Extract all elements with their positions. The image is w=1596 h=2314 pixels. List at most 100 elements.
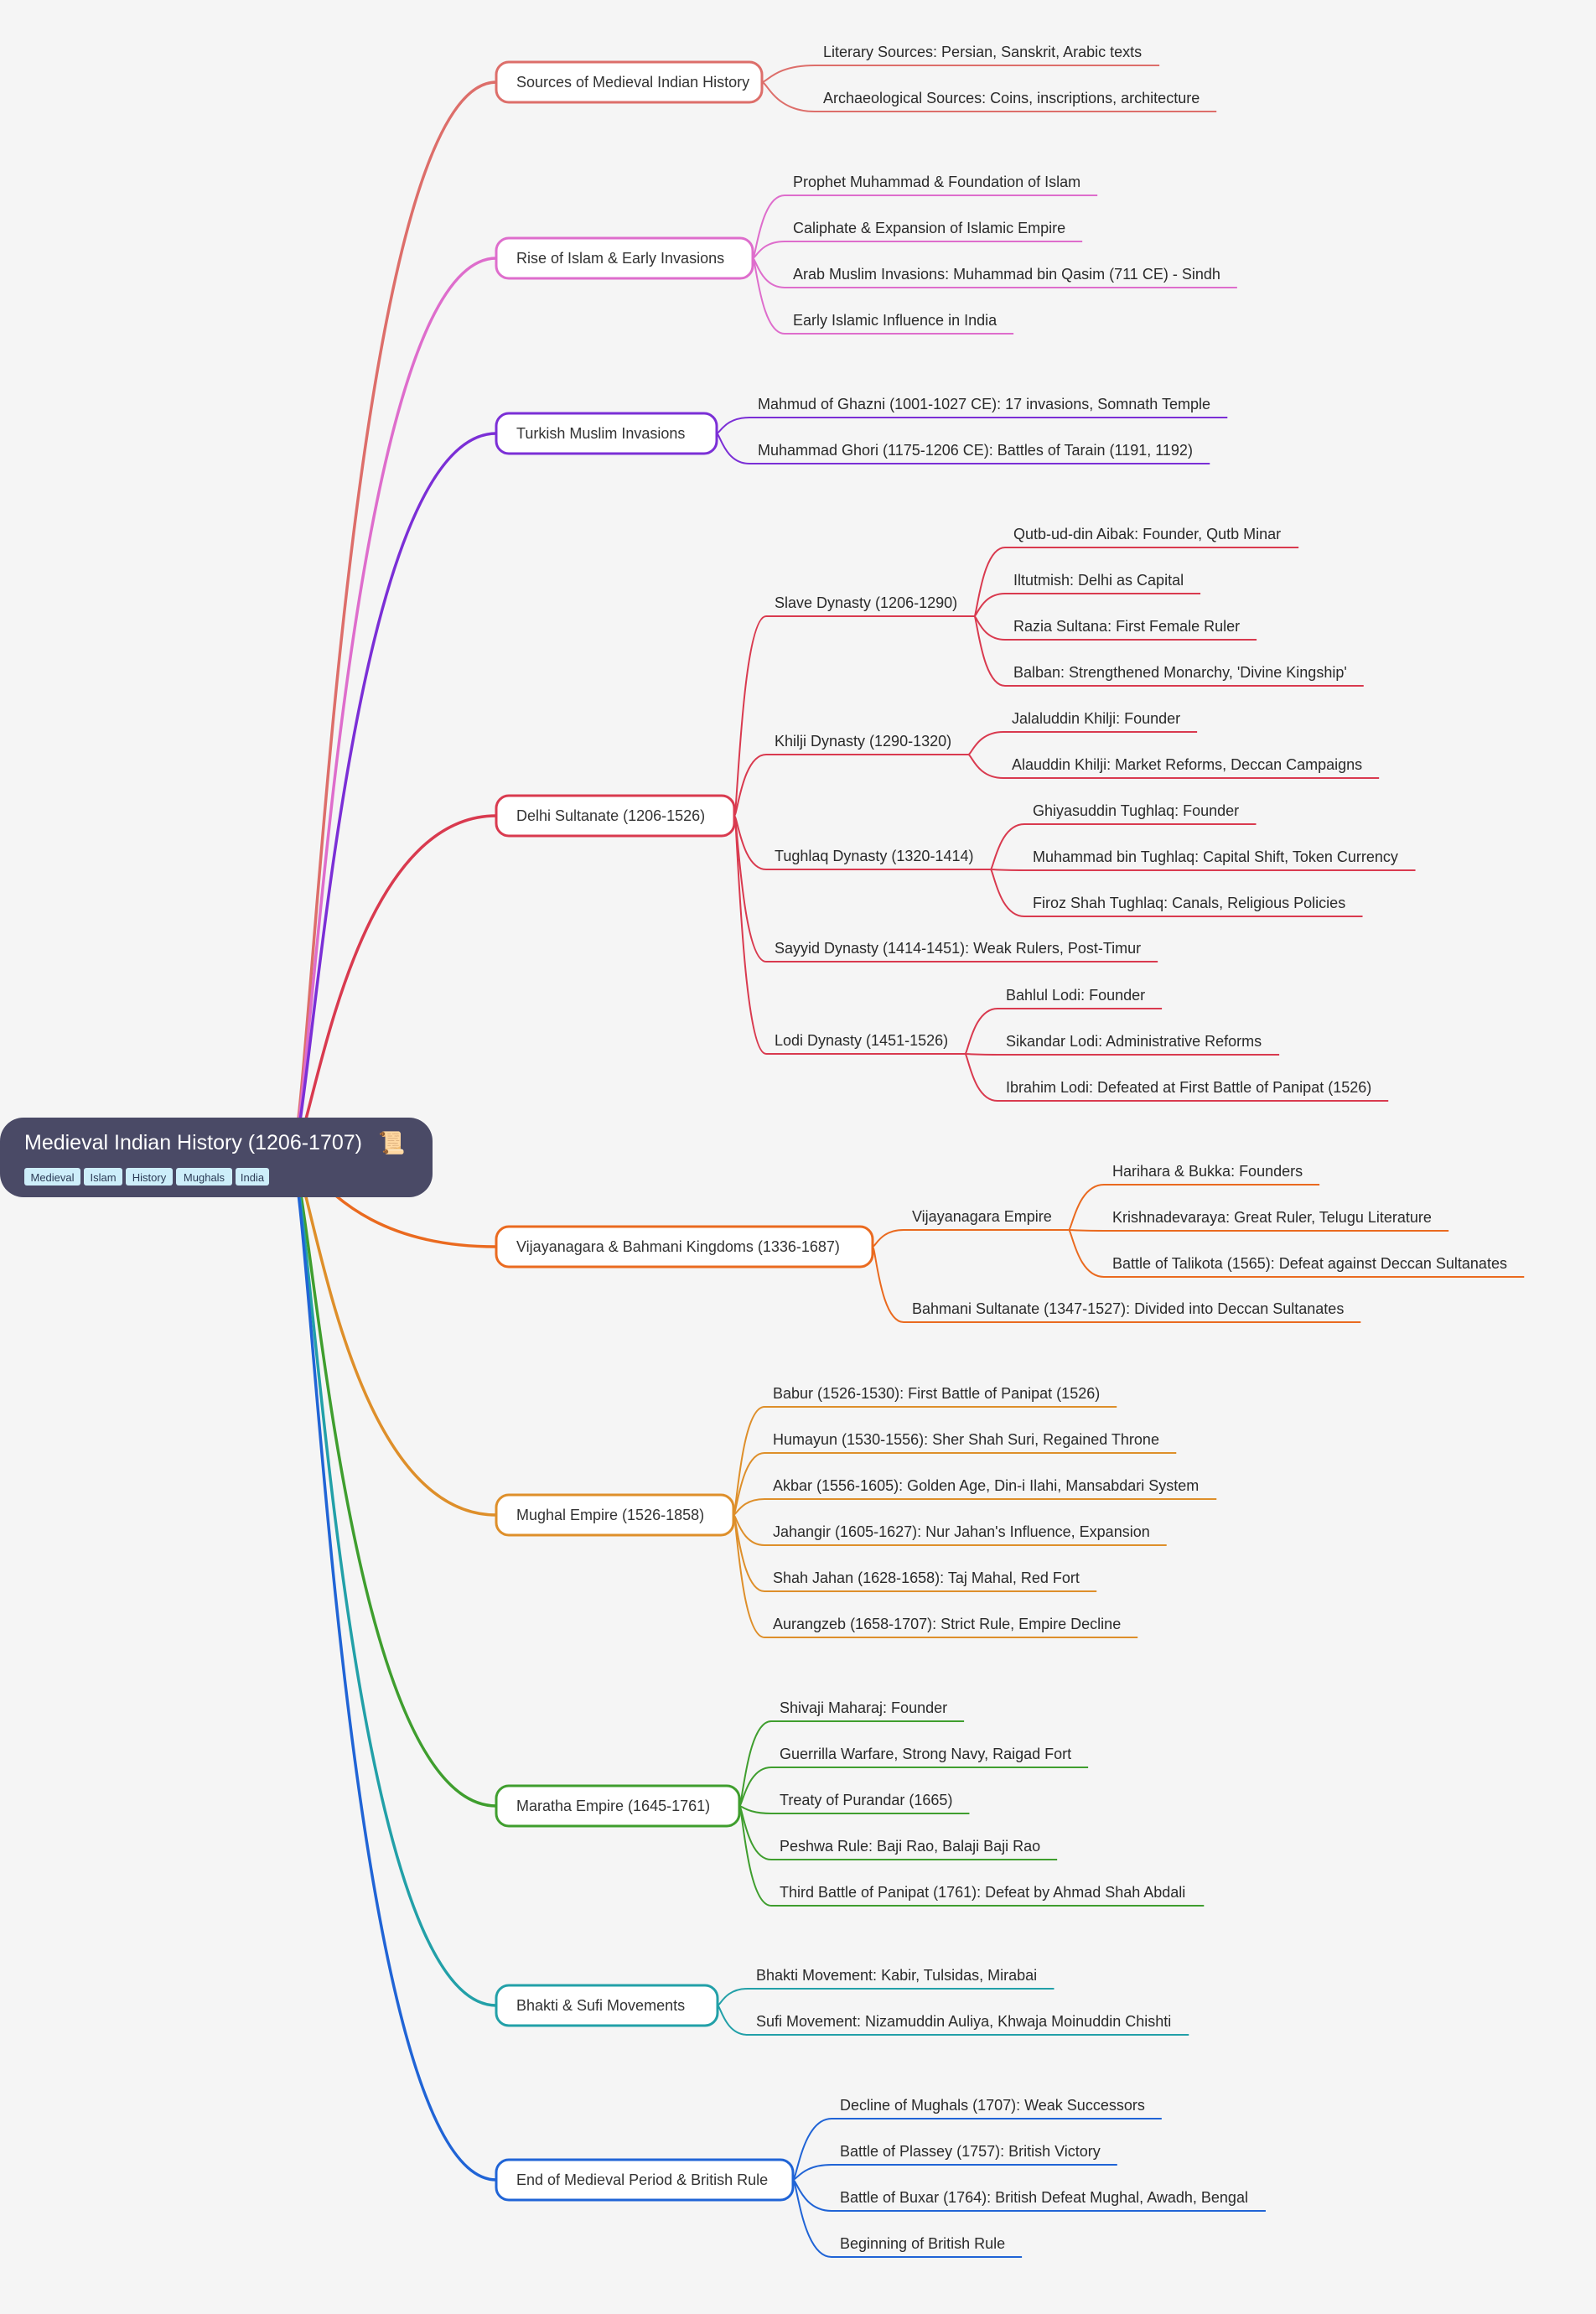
subtopic-khilji-dynasty-1290-1320[interactable]: Khilji Dynasty (1290-1320) (766, 733, 969, 755)
detail-ibrahim-lodi-defeated-at-first-battle-of[interactable]: Ibrahim Lodi: Defeated at First Battle o… (998, 1079, 1389, 1102)
branch-maratha-empire-1645-1761: Maratha Empire (1645-1761) Shivaji Mahara… (495, 1699, 1205, 1907)
subtopic-early-islamic-influence-in-india[interactable]: Early Islamic Influence in India (785, 312, 1014, 335)
tag-medieval[interactable]: Medieval (24, 1168, 80, 1186)
subtopic-battle-of-plassey-1757-british-victory[interactable]: Battle of Plassey (1757): British Victor… (832, 2143, 1117, 2166)
branch-connector (289, 1155, 497, 2182)
grandchild-connector (990, 869, 1025, 871)
subtopic-bhakti-movement-kabir-tulsidas-mirabai-label: Bhakti Movement: Kabir, Tulsidas, Miraba… (756, 1967, 1037, 1984)
subtopic-literary-sources-persian-sanskrit-arabic-label: Literary Sources: Persian, Sanskrit, Ara… (823, 44, 1142, 60)
subtopic-muhammad-ghori-1175-1206-ce-battles-of-t-label: Muhammad Ghori (1175-1206 CE): Battles o… (758, 442, 1193, 459)
detail-bahlul-lodi-founder[interactable]: Bahlul Lodi: Founder (998, 987, 1163, 1009)
detail-harihara-bukka-founders[interactable]: Harihara & Bukka: Founders (1104, 1163, 1320, 1186)
subtopic-beginning-of-british-rule-label: Beginning of British Rule (840, 2235, 1005, 2252)
subtopic-vijayanagara-empire[interactable]: Vijayanagara Empire (904, 1208, 1069, 1231)
detail-alauddin-khilji-market-reforms-deccan-ca[interactable]: Alauddin Khilji: Market Reforms, Deccan … (1003, 756, 1380, 779)
topic-node-label: Mughal Empire (1526-1858) (516, 1507, 704, 1523)
root-node[interactable]: Medieval Indian History (1206-1707) 📜 Me… (0, 1118, 433, 1197)
topic-node[interactable]: Delhi Sultanate (1206-1526) (495, 794, 736, 838)
grandchild-connector (973, 547, 1006, 617)
subtopic-shivaji-maharaj-founder[interactable]: Shivaji Maharaj: Founder (771, 1699, 965, 1722)
tag-mughals[interactable]: Mughals (176, 1168, 232, 1186)
branch-vijayanagara-bahmani-kingdoms-1336-1687: Vijayanagara & Bahmani Kingdoms (1336-16… (495, 1163, 1525, 1323)
subtopic-muhammad-ghori-1175-1206-ce-battles-of-t[interactable]: Muhammad Ghori (1175-1206 CE): Battles o… (749, 442, 1210, 464)
detail-qutb-ud-din-aibak-founder-qutb-minar[interactable]: Qutb-ud-din Aibak: Founder, Qutb Minar (1005, 526, 1299, 548)
subtopic-lodi-dynasty-1451-1526[interactable]: Lodi Dynasty (1451-1526) (766, 1032, 966, 1055)
subtopic-sayyid-dynasty-1414-1451-weak-rulers-pos[interactable]: Sayyid Dynasty (1414-1451): Weak Rulers,… (766, 940, 1158, 962)
subtopic-arab-muslim-invasions-muhammad-bin-qasim[interactable]: Arab Muslim Invasions: Muhammad bin Qasi… (785, 266, 1237, 288)
detail-iltutmish-delhi-as-capital[interactable]: Iltutmish: Delhi as Capital (1005, 572, 1201, 594)
subtopic-babur-1526-1530-first-battle-of-panipat-[interactable]: Babur (1526-1530): First Battle of Panip… (764, 1385, 1117, 1408)
detail-ibrahim-lodi-defeated-at-first-battle-of-label: Ibrahim Lodi: Defeated at First Battle o… (1006, 1079, 1371, 1096)
subtopic-battle-of-buxar-1764-british-defeat-mugh[interactable]: Battle of Buxar (1764): British Defeat M… (832, 2189, 1266, 2212)
subtopic-humayun-1530-1556-sher-shah-suri-regaine[interactable]: Humayun (1530-1556): Sher Shah Suri, Reg… (764, 1431, 1177, 1454)
tag-label: India (241, 1171, 265, 1184)
tag-india[interactable]: India (236, 1168, 269, 1186)
detail-muhammad-bin-tughlaq-capital-shift-token[interactable]: Muhammad bin Tughlaq: Capital Shift, Tok… (1024, 848, 1416, 871)
topic-node-border (495, 412, 718, 455)
subtopic-archaeological-sources-coins-inscription[interactable]: Archaeological Sources: Coins, inscripti… (815, 90, 1217, 112)
detail-ghiyasuddin-tughlaq-founder[interactable]: Ghiyasuddin Tughlaq: Founder (1024, 802, 1257, 825)
subtopic-treaty-of-purandar-1665[interactable]: Treaty of Purandar (1665) (771, 1792, 970, 1814)
detail-krishnadevaraya-great-ruler-telugu-liter[interactable]: Krishnadevaraya: Great Ruler, Telugu Lit… (1104, 1209, 1449, 1232)
topic-node-border (495, 794, 736, 838)
detail-jalaluddin-khilji-founder[interactable]: Jalaluddin Khilji: Founder (1003, 710, 1198, 733)
subtopic-akbar-1556-1605-golden-age-din-i-ilahi-m[interactable]: Akbar (1556-1605): Golden Age, Din-i Ila… (764, 1477, 1217, 1500)
topic-node-label: Bhakti & Sufi Movements (516, 1997, 685, 2014)
grandchild-connector (964, 1008, 998, 1055)
topic-node[interactable]: Mughal Empire (1526-1858) (495, 1493, 735, 1537)
subtopic-shah-jahan-1628-1658-taj-mahal-red-fort[interactable]: Shah Jahan (1628-1658): Taj Mahal, Red F… (764, 1569, 1097, 1592)
branch-mughal-empire-1526-1858: Mughal Empire (1526-1858) Babur (1526-153… (495, 1385, 1217, 1638)
child-connector (761, 65, 816, 83)
subtopic-decline-of-mughals-1707-weak-successors[interactable]: Decline of Mughals (1707): Weak Successo… (832, 2097, 1162, 2119)
subtopic-bhakti-movement-kabir-tulsidas-mirabai[interactable]: Bhakti Movement: Kabir, Tulsidas, Miraba… (748, 1967, 1054, 1990)
tag-label: Mughals (184, 1171, 225, 1184)
topic-node-label: Delhi Sultanate (1206-1526) (516, 807, 705, 824)
detail-battle-of-talikota-1565-defeat-against-d[interactable]: Battle of Talikota (1565): Defeat agains… (1104, 1255, 1525, 1278)
subtopic-tughlaq-dynasty-1320-1414-label: Tughlaq Dynasty (1320-1414) (775, 848, 973, 864)
subtopic-slave-dynasty-1206-1290[interactable]: Slave Dynasty (1206-1290) (766, 594, 975, 617)
subtopic-guerrilla-warfare-strong-navy-raigad-for[interactable]: Guerrilla Warfare, Strong Navy, Raigad F… (771, 1746, 1089, 1768)
subtopic-tughlaq-dynasty-1320-1414[interactable]: Tughlaq Dynasty (1320-1414) (766, 848, 991, 870)
subtopic-battle-of-plassey-1757-british-victory-label: Battle of Plassey (1757): British Victor… (840, 2143, 1101, 2160)
topic-node[interactable]: Sources of Medieval Indian History (495, 60, 764, 104)
topic-node[interactable]: End of Medieval Period & British Rule (495, 2158, 795, 2202)
subtopic-prophet-muhammad-foundation-of-islam[interactable]: Prophet Muhammad & Foundation of Islam (785, 174, 1098, 196)
tag-history[interactable]: History (126, 1168, 173, 1186)
subtopic-sufi-movement-nizamuddin-auliya-khwaja-m[interactable]: Sufi Movement: Nizamuddin Auliya, Khwaja… (748, 2013, 1189, 2036)
detail-balban-strengthened-monarchy-divine-king[interactable]: Balban: Strengthened Monarchy, 'Divine K… (1005, 664, 1364, 687)
topic-node[interactable]: Turkish Muslim Invasions (495, 412, 718, 455)
topic-node-label: Vijayanagara & Bahmani Kingdoms (1336-16… (516, 1238, 840, 1255)
detail-razia-sultana-first-female-ruler[interactable]: Razia Sultana: First Female Ruler (1005, 618, 1257, 641)
topic-node[interactable]: Vijayanagara & Bahmani Kingdoms (1336-16… (495, 1225, 874, 1269)
tag-background (24, 1168, 80, 1186)
subtopic-mahmud-of-ghazni-1001-1027-ce-17-invasio[interactable]: Mahmud of Ghazni (1001-1027 CE): 17 inva… (749, 396, 1228, 418)
detail-balban-strengthened-monarchy-divine-king-label: Balban: Strengthened Monarchy, 'Divine K… (1013, 664, 1347, 681)
subtopic-caliphate-expansion-of-islamic-empire[interactable]: Caliphate & Expansion of Islamic Empire (785, 220, 1083, 242)
subtopic-peshwa-rule-baji-rao-balaji-baji-rao[interactable]: Peshwa Rule: Baji Rao, Balaji Baji Rao (771, 1838, 1058, 1860)
subtopic-bahmani-sultanate-1347-1527-divided-into[interactable]: Bahmani Sultanate (1347-1527): Divided i… (904, 1300, 1361, 1323)
topic-node-border (495, 1784, 741, 1828)
topic-node[interactable]: Bhakti & Sufi Movements (495, 1984, 719, 2027)
tag-label: Islam (90, 1171, 116, 1184)
topic-node-border (495, 1493, 735, 1537)
detail-sikandar-lodi-administrative-reforms[interactable]: Sikandar Lodi: Administrative Reforms (998, 1033, 1280, 1056)
child-connector (716, 433, 750, 464)
detail-sikandar-lodi-administrative-reforms-label: Sikandar Lodi: Administrative Reforms (1006, 1033, 1262, 1050)
subtopic-caliphate-expansion-of-islamic-empire-label: Caliphate & Expansion of Islamic Empire (793, 220, 1065, 236)
child-connector (872, 1246, 904, 1323)
subtopic-beginning-of-british-rule[interactable]: Beginning of British Rule (832, 2235, 1023, 2258)
subtopic-literary-sources-persian-sanskrit-arabic[interactable]: Literary Sources: Persian, Sanskrit, Ara… (815, 44, 1160, 66)
tag-islam[interactable]: Islam (84, 1168, 122, 1186)
topic-node[interactable]: Maratha Empire (1645-1761) (495, 1784, 741, 1828)
topic-node-border (495, 1984, 719, 2027)
topic-node[interactable]: Rise of Islam & Early Invasions (495, 236, 754, 280)
subtopic-aurangzeb-1658-1707-strict-rule-empire-d[interactable]: Aurangzeb (1658-1707): Strict Rule, Empi… (764, 1616, 1138, 1638)
root-title: Medieval Indian History (1206-1707) (24, 1131, 362, 1154)
subtopic-third-battle-of-panipat-1761-defeat-by-a[interactable]: Third Battle of Panipat (1761): Defeat b… (771, 1884, 1205, 1907)
detail-firoz-shah-tughlaq-canals-religious-poli[interactable]: Firoz Shah Tughlaq: Canals, Religious Po… (1024, 895, 1363, 917)
child-connector (717, 2005, 749, 2036)
subtopic-jahangir-1605-1627-nur-jahan-s-influence[interactable]: Jahangir (1605-1627): Nur Jahan's Influe… (764, 1523, 1167, 1546)
branch-end-of-medieval-period-british-rule: End of Medieval Period & British Rule Dec… (495, 2097, 1266, 2258)
grandchild-connector (1067, 1184, 1105, 1231)
child-connector (761, 81, 816, 112)
